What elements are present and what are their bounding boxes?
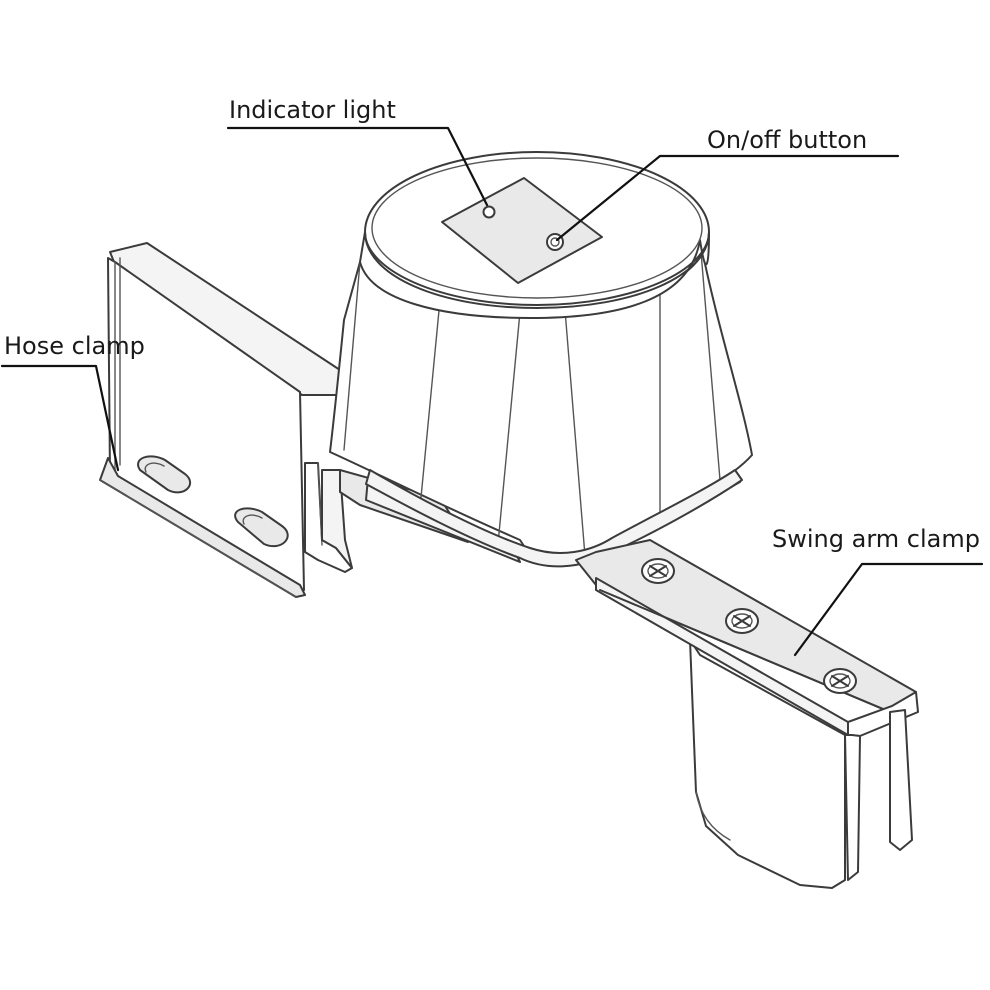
label-on-off-button: On/off button: [707, 126, 868, 154]
leader-swing-arm-clamp: [793, 562, 984, 657]
swing-arm-clamp: [575, 539, 919, 889]
label-indicator-light: Indicator light: [229, 96, 396, 124]
leader-on-off-button: [555, 154, 900, 242]
screw-icon: [823, 668, 857, 694]
label-hose-clamp: Hose clamp: [4, 332, 145, 360]
control-panel: [441, 177, 603, 284]
screw-icon: [725, 608, 759, 634]
hose-clamp-slot: [234, 507, 289, 547]
hose-clamp-bracket: [99, 242, 353, 598]
leader-hose-clamp: [0, 364, 120, 472]
screw-icon: [641, 558, 675, 584]
indicator-light: [482, 205, 496, 219]
controller-body: [329, 151, 753, 568]
hose-clamp-slot: [137, 455, 192, 494]
leader-indicator-light: [226, 126, 489, 207]
label-swing-arm-clamp: Swing arm clamp: [772, 525, 980, 553]
